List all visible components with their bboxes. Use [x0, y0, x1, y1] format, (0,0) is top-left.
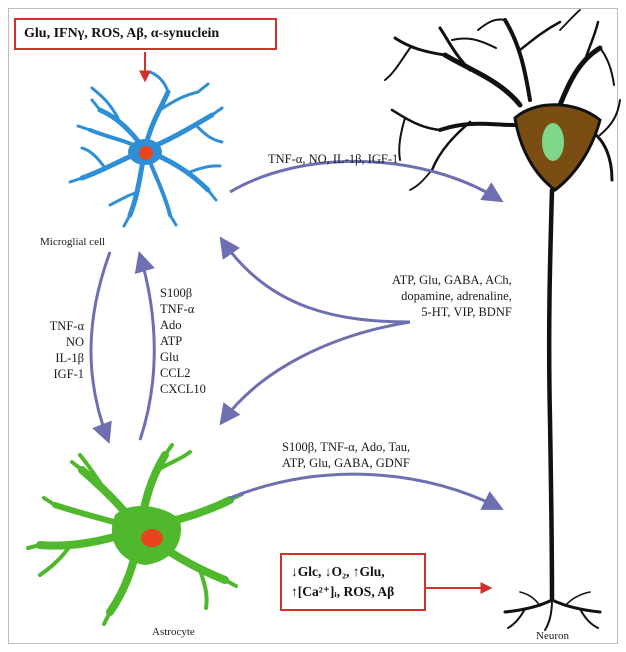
neuron-illustration — [385, 10, 620, 630]
neuron-stimuli-line-2: ↑[Ca²⁺]ᵢ, ROS, Aβ — [291, 582, 424, 602]
signal-line: S100β, TNF-α, Ado, Tau, — [282, 439, 410, 455]
arrow-neuron-to-microglia — [222, 240, 410, 322]
signal-line: TNF-α, NO, IL-1β, IGF-1 — [268, 151, 398, 167]
microglia-label: Microglial cell — [40, 236, 105, 248]
neuron-stimuli-box: ↓Glc, ↓O₂, ↑Glu, ↑[Ca²⁺]ᵢ, ROS, Aβ — [280, 553, 426, 611]
signal-line: CCL2 — [160, 365, 206, 381]
microglia-nucleus — [139, 146, 153, 160]
neuron-stimuli-line-1: ↓Glc, ↓O₂, ↑Glu, — [291, 562, 424, 582]
signal-line: dopamine, adrenaline, — [392, 288, 512, 304]
signal-line: CXCL10 — [160, 381, 206, 397]
astrocyte-to-microglia-signals: S100β TNF-α Ado ATP Glu CCL2 CXCL10 — [160, 285, 206, 397]
neuron-nucleus — [542, 123, 564, 161]
microglia-stimuli-text: Glu, IFNγ, ROS, Aβ, α-synuclein — [24, 26, 219, 41]
signal-line: ATP, Glu, GABA, ACh, — [392, 272, 512, 288]
signal-line: IL-1β — [28, 350, 84, 366]
microglia-stimuli-box: Glu, IFNγ, ROS, Aβ, α-synuclein — [14, 18, 277, 50]
arrow-neuron-to-astrocyte — [222, 322, 410, 422]
astrocyte-label: Astrocyte — [152, 626, 195, 638]
signal-line: Glu — [160, 349, 206, 365]
arrow-astrocyte-to-microglia — [140, 255, 154, 440]
signal-line: S100β — [160, 285, 206, 301]
astrocyte-nucleus — [141, 529, 163, 547]
signal-line: 5-HT, VIP, BDNF — [392, 304, 512, 320]
signal-line: Ado — [160, 317, 206, 333]
signal-line: TNF-α — [28, 318, 84, 334]
neuron-label: Neuron — [536, 630, 569, 642]
neuron-to-glia-signals: ATP, Glu, GABA, ACh, dopamine, adrenalin… — [392, 272, 512, 320]
arrow-microglia-to-neuron — [230, 161, 500, 200]
arrow-microglia-to-astrocyte — [91, 252, 110, 440]
signal-line: TNF-α — [160, 301, 206, 317]
signal-line: ATP — [160, 333, 206, 349]
arrow-astrocyte-to-neuron — [230, 474, 500, 508]
astrocyte-to-neuron-signals: S100β, TNF-α, Ado, Tau, ATP, Glu, GABA, … — [282, 439, 410, 471]
signal-line: ATP, Glu, GABA, GDNF — [282, 455, 410, 471]
microglia-to-neuron-signals: TNF-α, NO, IL-1β, IGF-1 — [268, 151, 398, 167]
microglia-to-astrocyte-signals: TNF-α NO IL-1β IGF-1 — [28, 318, 84, 382]
signal-line: NO — [28, 334, 84, 350]
signal-line: IGF-1 — [28, 366, 84, 382]
